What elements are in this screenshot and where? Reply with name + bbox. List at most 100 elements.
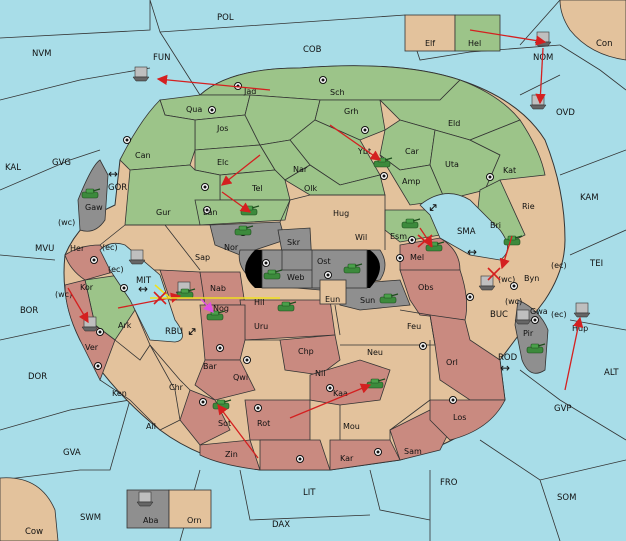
land-label-Bar: Bar: [203, 362, 217, 371]
land-label-Kor: Kor: [80, 283, 94, 292]
convoy-order: [154, 284, 171, 299]
land-label-Wil: Wil: [355, 233, 367, 242]
land-label-Neu: Neu: [367, 348, 383, 357]
land-label-Ken: Ken: [112, 389, 127, 398]
land-label-Mou: Mou: [343, 422, 360, 431]
land-label-Car: Car: [405, 147, 419, 156]
sea-label-GVP: GVP: [554, 404, 572, 414]
sea-label-NVM: NVM: [32, 49, 52, 59]
supply-center: [531, 316, 539, 324]
supply-center: [216, 344, 224, 352]
supply-center: [396, 254, 404, 262]
land-label-Hil: Hil: [254, 298, 264, 307]
sea-label-BOR: BOR: [20, 306, 38, 316]
land-label-Rie: Rie: [522, 202, 535, 211]
coast-tag: (ec): [108, 265, 124, 274]
sea-label-TEI: TEI: [589, 259, 603, 269]
supply-center: [243, 356, 251, 364]
land-label-Sch: Sch: [330, 88, 345, 97]
fleet-unit[interactable]: [132, 66, 150, 82]
land-label-Esm: Esm: [390, 232, 407, 241]
land-label-Pir: Pir: [523, 329, 534, 338]
sea-label-MVU: MVU: [35, 244, 54, 254]
land-label-Gwa: Gwa: [530, 307, 548, 316]
land-label-Ost: Ost: [317, 257, 331, 266]
failed-order-mark: [487, 267, 501, 281]
supply-center: [254, 404, 262, 412]
move-order: [329, 124, 382, 161]
land-label-Elf: Elf: [425, 39, 435, 48]
supply-center: [466, 293, 474, 301]
land-label-Gaw: Gaw: [85, 203, 103, 212]
move-order: [217, 403, 259, 459]
sea-label-Cow: Cow: [25, 527, 43, 537]
move-order: [419, 227, 433, 248]
supply-center: [486, 173, 494, 181]
land-label-Nog: Nog: [213, 304, 229, 313]
land-label-Bri: Bri: [490, 221, 501, 230]
supply-center: [90, 256, 98, 264]
fleet-unit[interactable]: [136, 491, 154, 507]
move-order: [220, 154, 261, 186]
land-label-Uru: Uru: [254, 322, 268, 331]
supply-center: [199, 398, 207, 406]
land-label-Hel: Hel: [468, 39, 481, 48]
land-label-Gur: Gur: [156, 208, 171, 217]
land-label-Nar: Nar: [293, 165, 308, 174]
land-label-Orl: Orl: [446, 358, 458, 367]
land-label-Tel: Tel: [251, 184, 263, 193]
land-label-Chr: Chr: [169, 383, 184, 392]
land-label-Nor: Nor: [224, 243, 239, 252]
land-label-Can: Can: [135, 151, 151, 160]
supply-center: [203, 206, 211, 214]
sea-label-LIT: LIT: [303, 488, 316, 498]
coast-tag: (wc): [498, 275, 515, 284]
sea-label-Con: Con: [596, 39, 613, 49]
coast-tag: (wc): [58, 218, 75, 227]
supply-center: [296, 455, 304, 463]
sea-label-GVA: GVA: [63, 448, 81, 458]
land-label-Her: Her: [70, 244, 85, 253]
coast-tag: (ec): [551, 261, 567, 270]
link-arrow: ↔: [500, 361, 510, 375]
move-order: [67, 287, 89, 324]
land-label-Skr: Skr: [287, 238, 301, 247]
supply-center: [319, 76, 327, 84]
fleet-unit[interactable]: [478, 275, 496, 291]
sea-label-MIT: MIT: [136, 276, 152, 286]
link-arrow: ↔: [467, 245, 477, 259]
sea-label-NOM: NOM: [533, 53, 553, 63]
supply-center: [94, 362, 102, 370]
sea-label-FUN: FUN: [153, 53, 170, 63]
supply-center: [419, 342, 427, 350]
fleet-unit[interactable]: [573, 302, 591, 318]
land-label-Eld: Eld: [448, 119, 460, 128]
land-label-Hug: Hug: [333, 209, 349, 218]
land-label-Sot: Sot: [218, 419, 231, 428]
fleet-unit[interactable]: [534, 31, 552, 47]
sea-label-OVD: OVD: [556, 108, 575, 118]
move-order: [221, 191, 252, 213]
sea-label-SOM: SOM: [557, 493, 576, 503]
sea-label-GVG: GVG: [52, 158, 71, 168]
land-label-Byn: Byn: [524, 274, 539, 283]
land-label-Chp: Chp: [298, 347, 314, 356]
land-label-Orn: Orn: [187, 516, 202, 525]
supply-center: [120, 284, 128, 292]
link-arrow: ↔: [138, 282, 148, 296]
supply-center: [208, 106, 216, 114]
land-label-Ver: Ver: [85, 343, 99, 352]
land-label-Amp: Amp: [402, 177, 420, 186]
land-label-Nil: Nil: [315, 369, 325, 378]
fleet-unit[interactable]: [128, 249, 146, 265]
fleet-unit[interactable]: [514, 309, 532, 325]
coast-tag: (wc): [505, 297, 522, 306]
land-label-Nab: Nab: [210, 284, 226, 293]
sea-label-KAM: KAM: [580, 193, 599, 203]
fleet-unit[interactable]: [529, 94, 547, 110]
sea-label-GOR: GOR: [108, 183, 127, 193]
land-label-Sam: Sam: [404, 447, 422, 456]
fleet-unit[interactable]: [81, 316, 99, 332]
supply-center: [123, 136, 131, 144]
supply-center: [201, 183, 209, 191]
